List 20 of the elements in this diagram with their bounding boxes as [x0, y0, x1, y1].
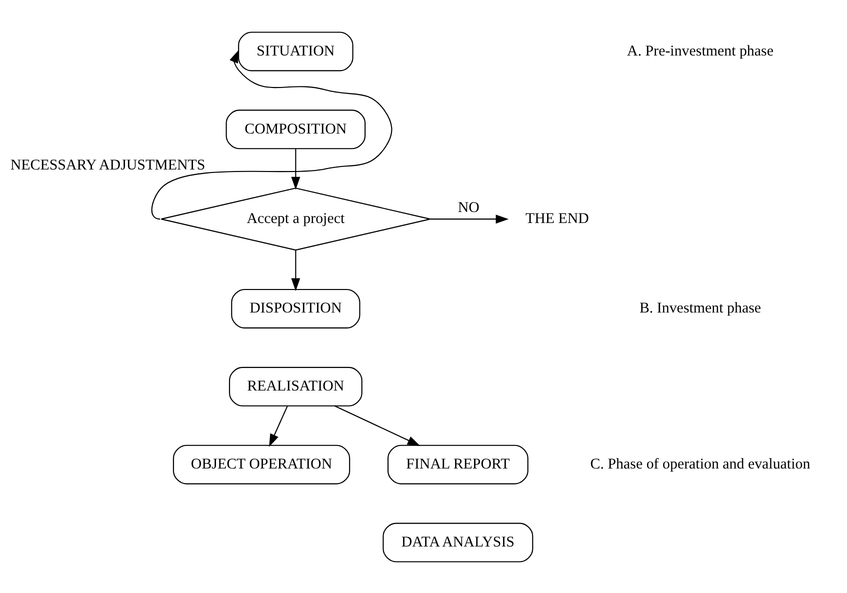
node-diamond: Accept a project: [160, 187, 431, 250]
label: C. Phase of operation and evaluation: [590, 456, 810, 472]
edge-label: NO: [458, 199, 480, 216]
label: B. Investment phase: [639, 300, 762, 316]
node-box: OBJECT OPERATION: [172, 444, 350, 484]
node-text: THE END: [525, 210, 589, 227]
node-box: REALISATION: [228, 366, 362, 406]
node-box: COMPOSITION: [226, 109, 366, 149]
arrow: [151, 50, 392, 220]
arrow: [334, 404, 420, 446]
node-box: DATA ANALYSIS: [382, 522, 534, 562]
edge-label: NECESSARY ADJUSTMENTS: [10, 156, 206, 173]
arrow: [430, 214, 509, 224]
arrow: [291, 148, 300, 190]
node-box: FINAL REPORT: [388, 444, 528, 484]
arrow: [291, 250, 300, 291]
node-box: DISPOSITION: [231, 288, 360, 328]
arrow: [269, 405, 288, 446]
node-box: SITUATION: [238, 31, 354, 71]
label: A. Pre-investment phase: [627, 42, 774, 59]
